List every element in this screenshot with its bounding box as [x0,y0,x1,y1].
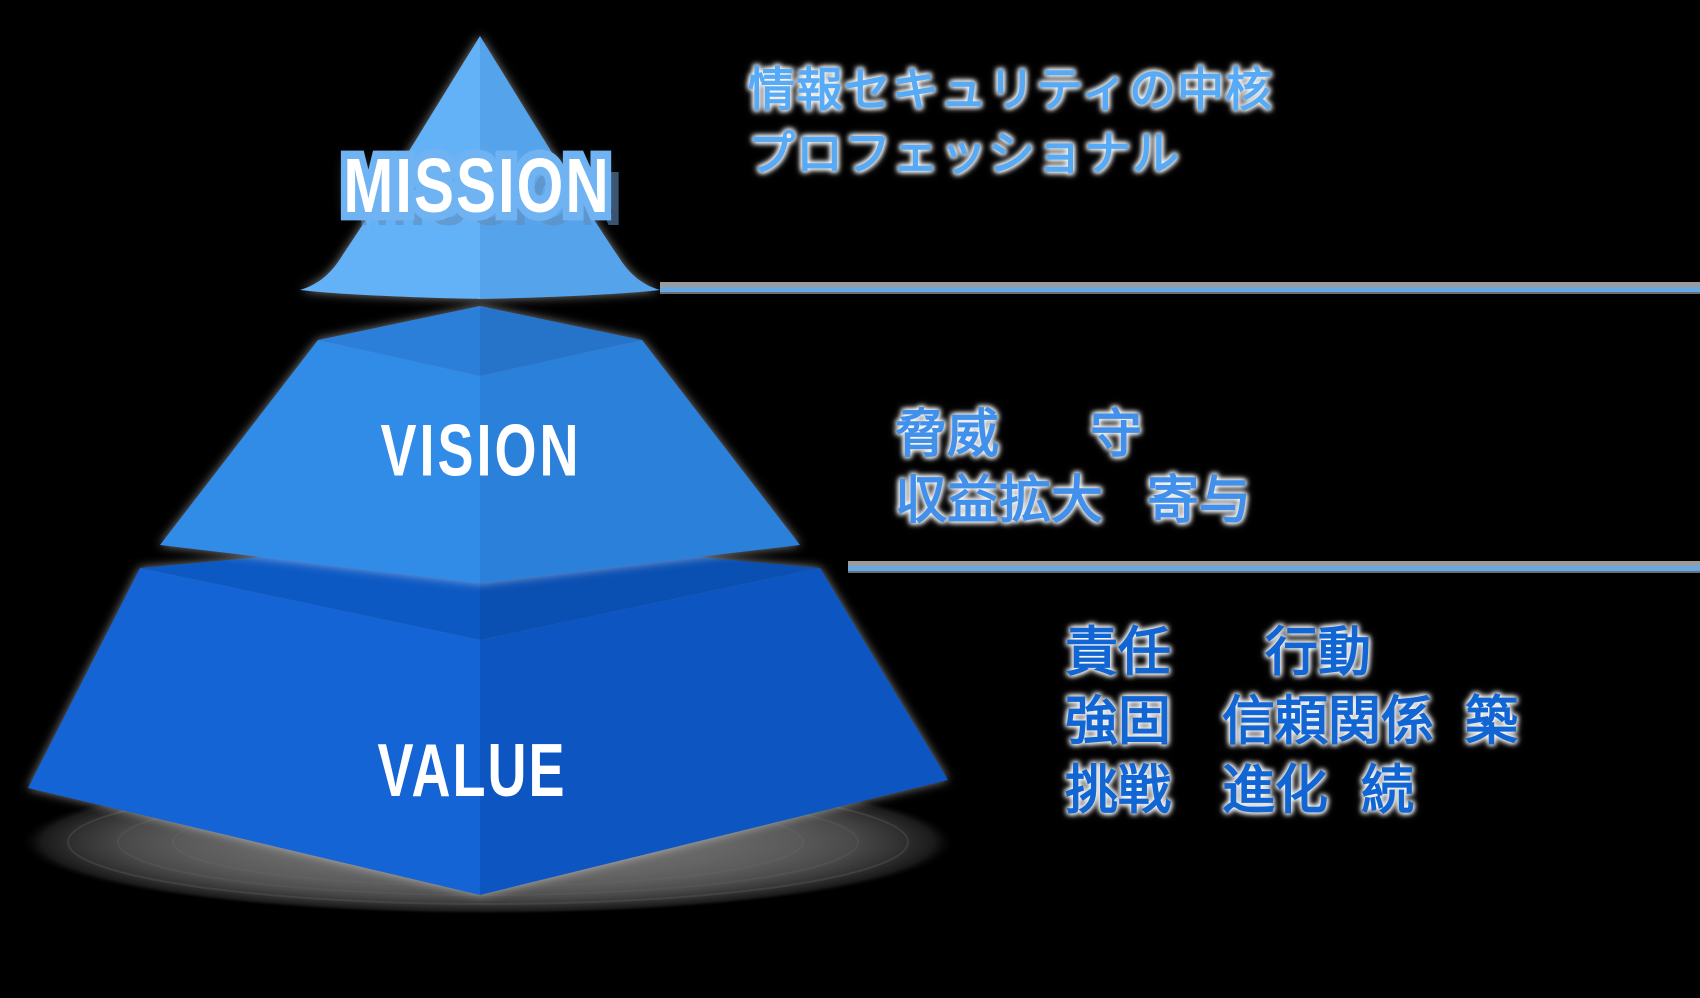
vision-word-contribute: 寄与 [1147,472,1252,530]
divider-line-top [660,282,1700,294]
tier-value-front-right-face [480,568,948,895]
value-word-solid: 強固 [1065,692,1171,751]
value-word-evolution: 進化 [1222,761,1328,820]
tier-mission-right-face [480,36,660,299]
mission-label-text: MISSION [343,143,611,229]
tier-mission-left-face [300,36,480,299]
vision-note-line1: 脅威 守 [895,402,1251,468]
vision-note-line2: 収益拡大寄与 [895,468,1251,534]
tier-vision-top-left-face [318,306,480,376]
value-word-trust-relationship: 信頼関係 [1222,692,1434,751]
vision-note: 脅威 守 収益拡大寄与 [895,402,1251,534]
divider-glow [848,561,1700,566]
vision-word-profit-expansion: 収益拡大 [895,472,1104,530]
value-word-challenge: 挑戦 [1065,761,1171,820]
tier-mission [300,36,660,299]
mission-note: 情報セキュリティの中核 プロフェッショナル [748,58,1273,186]
value-word-build: 築 [1465,692,1518,751]
divider-glow [848,571,1700,573]
divider-glow [660,292,1700,294]
tier-vision [160,306,800,583]
vision-word-protect: 守 [1090,406,1143,464]
divider-blue-rule [848,566,1700,571]
tier-vision-front-left-face [160,340,480,583]
value-note: 責任 行動 強固信頼関係築 挑戦進化続 [1065,618,1518,825]
value-note-line2: 強固信頼関係築 [1065,687,1518,756]
divider-line-middle [848,561,1700,573]
mission-label: MISSION MISSION [337,135,615,237]
tier-value-front-left-face [28,568,480,895]
tier-vision-top-right-face [480,306,642,376]
tier-vision-front-right-face [480,340,800,583]
vision-label: VISION [380,410,582,492]
divider-blue-rule [660,287,1700,292]
value-word-responsibility: 責任 [1065,623,1171,682]
value-note-line1: 責任 行動 [1065,618,1518,687]
tier-value [28,537,948,895]
vision-word-threat: 脅威 [895,406,1000,464]
value-word-continue: 続 [1361,761,1414,820]
value-note-line3: 挑戦進化続 [1065,756,1518,825]
value-label: VALUE [377,729,567,813]
mission-note-line2: プロフェッショナル [748,127,1180,180]
divider-glow [660,282,1700,287]
value-word-action: 行動 [1265,623,1371,682]
mission-note-line1: 情報セキュリティの中核 [748,63,1274,116]
mission-label-stroke: MISSION [337,135,615,237]
